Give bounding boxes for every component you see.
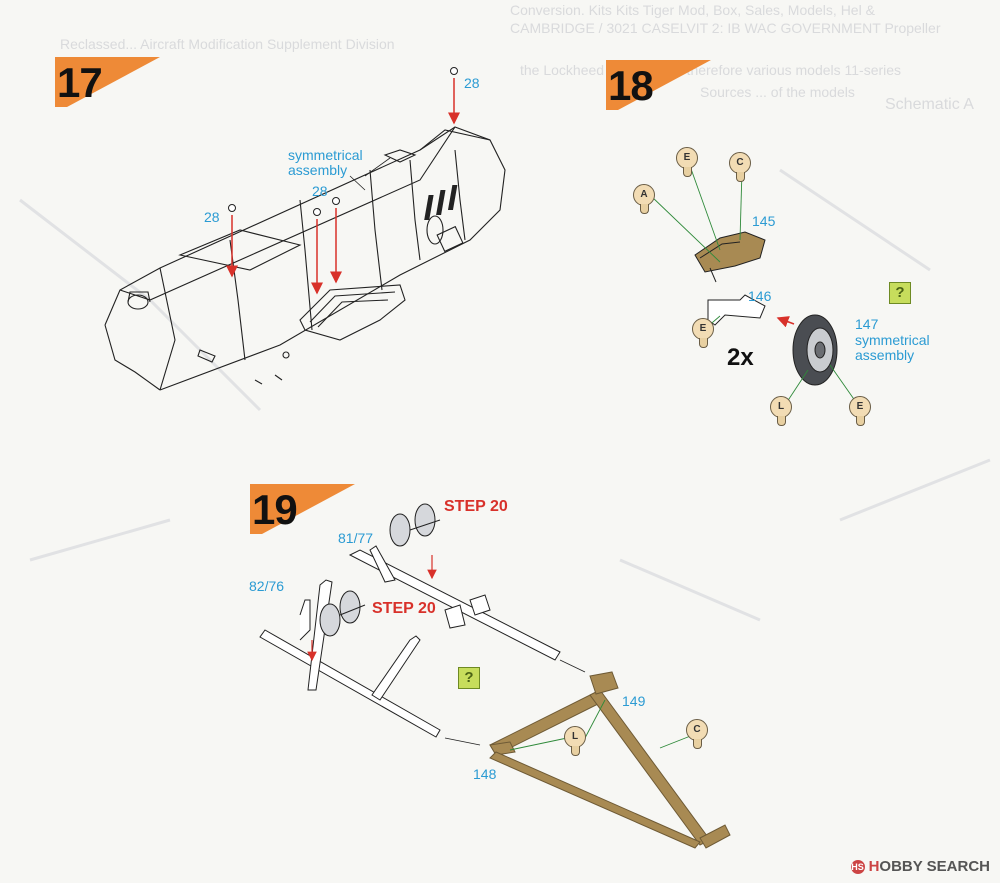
help-icon: ? bbox=[458, 667, 480, 689]
part-28-mid: 28 bbox=[312, 183, 328, 199]
part-81-77: 81/77 bbox=[338, 530, 374, 546]
watermark-search: SEARCH bbox=[926, 858, 990, 875]
part-149: 149 bbox=[622, 693, 646, 709]
part-82-76: 82/76 bbox=[249, 578, 285, 594]
step-18-number: 18 bbox=[608, 62, 654, 109]
badge-shape bbox=[55, 57, 160, 107]
part-147: 147 bbox=[855, 316, 879, 332]
badge-shape bbox=[606, 60, 711, 110]
bleed-line-3: Reclassed... Aircraft Modification Suppl… bbox=[60, 36, 395, 52]
bleed-line-6: Schematic A bbox=[885, 96, 974, 113]
color-tag-e: E bbox=[676, 147, 698, 177]
wheels-19 bbox=[319, 503, 441, 637]
step-18-badge: 18 bbox=[606, 60, 716, 110]
part-28-left: 28 bbox=[204, 209, 220, 225]
step-17-number: 17 bbox=[57, 59, 103, 106]
color-tag-l: L bbox=[564, 726, 586, 756]
brass-rod bbox=[489, 671, 731, 849]
color-tag-e: E bbox=[849, 396, 871, 426]
gear-strut bbox=[694, 231, 766, 326]
step-19-number: 19 bbox=[252, 486, 298, 533]
step-20-reference-b: STEP 20 bbox=[372, 600, 436, 617]
bleed-line-2: CAMBRIDGE / 3021 CASELVIT 2: IB WAC GOVE… bbox=[510, 20, 941, 36]
symmetrical-assembly-17: symmetrical assembly bbox=[288, 147, 363, 178]
color-tag-e: E bbox=[692, 318, 714, 348]
color-tag-c: C bbox=[729, 152, 751, 182]
part-146: 146 bbox=[748, 288, 772, 304]
skid-front bbox=[348, 545, 561, 661]
step-20-reference-a: STEP 20 bbox=[444, 498, 508, 515]
watermark-obby: OBBY bbox=[879, 858, 923, 875]
part-145: 145 bbox=[752, 213, 776, 229]
help-icon: ? bbox=[889, 282, 911, 304]
symmetrical-assembly-147: symmetrical assembly bbox=[855, 332, 930, 363]
watermark-h: H bbox=[868, 858, 880, 875]
color-tag-l: L bbox=[770, 396, 792, 426]
vents bbox=[424, 185, 458, 220]
part-28-top: 28 bbox=[464, 75, 480, 91]
quantity-2x: 2x bbox=[727, 344, 754, 371]
color-tag-c: C bbox=[686, 719, 708, 749]
hobby-search-logo-icon: HS bbox=[850, 860, 865, 874]
wheel-147 bbox=[792, 314, 838, 386]
step-19-badge: 19 bbox=[250, 484, 360, 534]
color-tag-a: A bbox=[633, 184, 655, 214]
bleed-line-1: Conversion. Kits Kits Tiger Mod, Box, Sa… bbox=[510, 2, 875, 18]
bleed-line-5: Sources ... of the models bbox=[700, 84, 855, 100]
badge-shape bbox=[250, 484, 355, 534]
part-148: 148 bbox=[473, 766, 497, 782]
step-17-badge: 17 bbox=[55, 57, 165, 107]
